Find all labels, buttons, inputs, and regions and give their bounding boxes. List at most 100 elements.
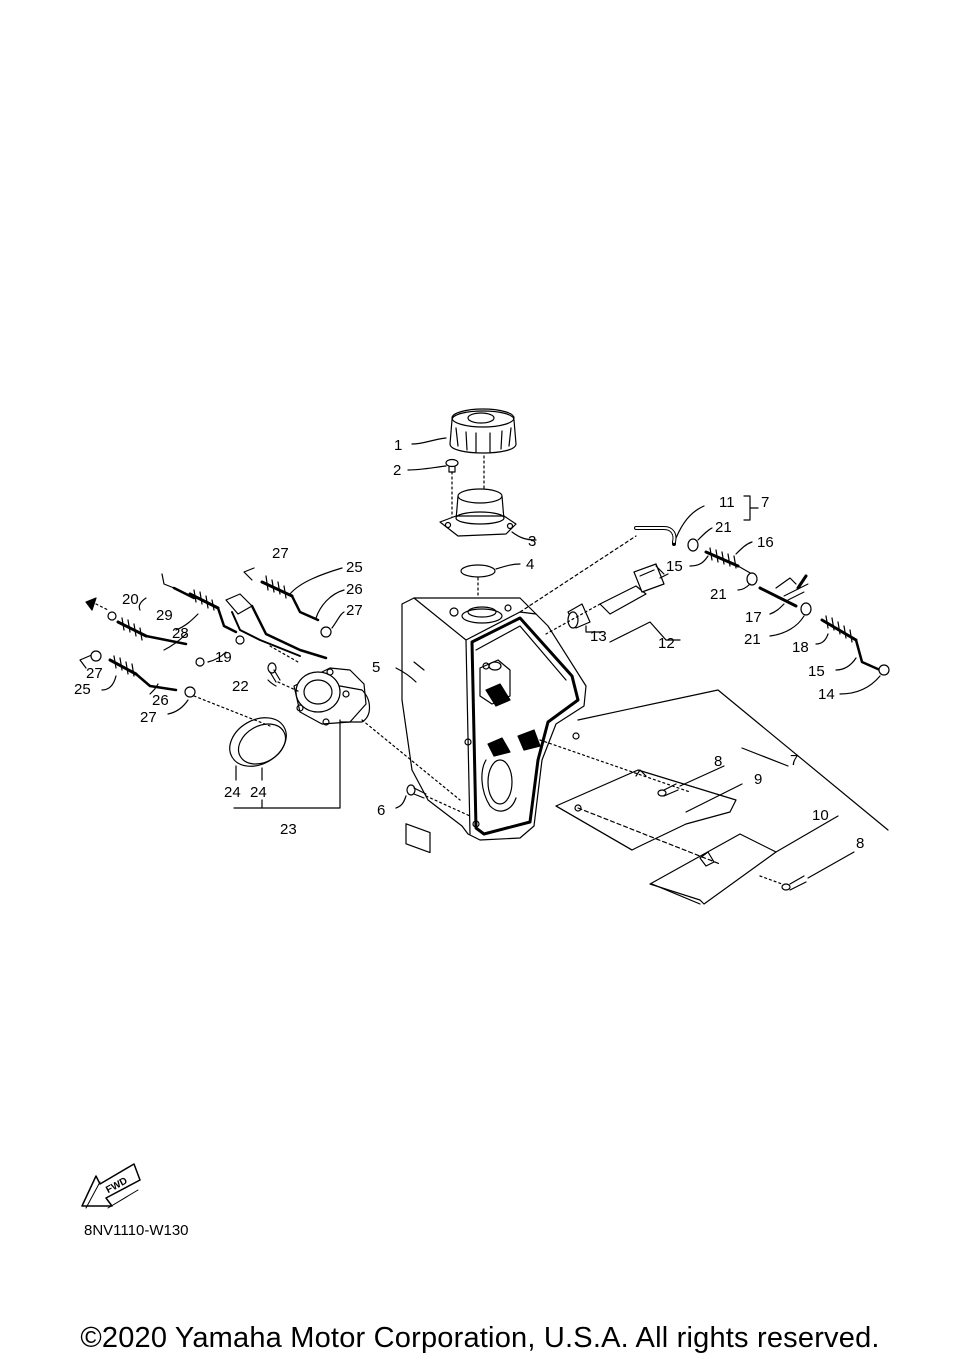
grommet-13 bbox=[568, 604, 590, 628]
fuel-tank bbox=[402, 598, 586, 853]
seal-rings-24 bbox=[221, 708, 295, 776]
copyright-notice: ©2020 Yamaha Motor Corporation, U.S.A. A… bbox=[80, 1322, 880, 1354]
leader-8b bbox=[808, 852, 854, 878]
callout-27d: 27 bbox=[140, 709, 157, 726]
clamp-20 bbox=[108, 612, 116, 620]
callout-9: 9 bbox=[754, 771, 762, 788]
leader-21b bbox=[738, 584, 750, 590]
diagram-code: 8NV1110-W130 bbox=[84, 1222, 189, 1239]
leader-14 bbox=[840, 676, 880, 694]
plate-alignment-line bbox=[578, 808, 720, 864]
leader-27b bbox=[332, 612, 344, 628]
screw-2 bbox=[446, 460, 458, 521]
callout-7a: 7 bbox=[761, 494, 769, 511]
leader-15a bbox=[690, 556, 708, 566]
callout-28: 28 bbox=[172, 625, 189, 642]
callout-21c: 21 bbox=[744, 631, 761, 648]
leader-22 bbox=[268, 680, 276, 686]
connector-19 bbox=[226, 594, 326, 658]
o-ring bbox=[461, 565, 495, 577]
fuel-sender-12 bbox=[600, 564, 668, 614]
callout-10: 10 bbox=[812, 807, 829, 824]
callout-29: 29 bbox=[156, 607, 173, 624]
leader-16 bbox=[736, 542, 752, 554]
callout-8b: 8 bbox=[856, 835, 864, 852]
leader-6 bbox=[396, 796, 406, 808]
clamp-27b bbox=[321, 627, 331, 637]
leader-25b bbox=[102, 676, 116, 690]
callout-1: 1 bbox=[394, 437, 402, 454]
leader-15b bbox=[836, 658, 856, 670]
clamp-21a bbox=[688, 539, 698, 551]
callout-20: 20 bbox=[122, 591, 139, 608]
clamp-21c bbox=[801, 603, 811, 615]
leader-8a bbox=[680, 766, 724, 786]
bolt-22 bbox=[268, 663, 280, 682]
callout-8a: 8 bbox=[714, 753, 722, 770]
callout-27c: 27 bbox=[86, 665, 103, 682]
fuel-filter-16 bbox=[706, 548, 752, 574]
fuel-pump-23 bbox=[294, 668, 370, 725]
leader-3 bbox=[512, 532, 536, 540]
bracket-23 bbox=[234, 720, 340, 808]
leader-19 bbox=[208, 652, 226, 662]
callout-24a: 24 bbox=[224, 784, 241, 801]
callout-15a: 15 bbox=[666, 558, 683, 575]
callout-7b: 7 bbox=[790, 752, 798, 769]
leader-26b bbox=[150, 684, 158, 694]
callout-4: 4 bbox=[526, 556, 534, 573]
callout-24b: 24 bbox=[250, 784, 267, 801]
leader-11 bbox=[676, 506, 704, 538]
callout-2: 2 bbox=[393, 462, 401, 479]
callout-25a: 25 bbox=[346, 559, 363, 576]
leader-1 bbox=[412, 438, 446, 444]
clamp-27d bbox=[185, 687, 195, 697]
filler-neck bbox=[440, 489, 516, 536]
leader-17 bbox=[770, 604, 784, 614]
leader-4 bbox=[496, 564, 520, 569]
leader-18 bbox=[816, 634, 828, 644]
callout-21b: 21 bbox=[710, 586, 727, 603]
callout-3: 3 bbox=[528, 533, 536, 550]
callout-16: 16 bbox=[757, 534, 774, 551]
callout-17: 17 bbox=[745, 609, 762, 626]
fwd-arrow-icon bbox=[82, 1164, 140, 1208]
callout-6: 6 bbox=[377, 802, 385, 819]
callout-26a: 26 bbox=[346, 581, 363, 598]
heat-shield-plate-9 bbox=[556, 770, 736, 850]
leader-2 bbox=[408, 466, 446, 470]
screw-8a bbox=[658, 784, 678, 796]
leader-5 bbox=[396, 668, 416, 682]
heat-shield-plate-10 bbox=[650, 834, 776, 904]
callout-5: 5 bbox=[372, 659, 380, 676]
leader-9 bbox=[686, 784, 742, 812]
hose-28 bbox=[118, 618, 186, 644]
clamp-top-left bbox=[162, 574, 174, 588]
bolt-6 bbox=[407, 785, 470, 816]
leader-20 bbox=[139, 598, 146, 610]
leader-10 bbox=[776, 816, 838, 852]
callout-25b: 25 bbox=[74, 681, 91, 698]
leader-24 bbox=[236, 766, 262, 780]
leader-7b bbox=[742, 748, 788, 766]
callout-26b: 26 bbox=[152, 692, 169, 709]
leader-21c bbox=[770, 616, 804, 636]
clamp-14 bbox=[879, 665, 889, 675]
screw-8b bbox=[782, 876, 806, 890]
hose-29 bbox=[174, 588, 236, 632]
clamp-27a bbox=[244, 568, 254, 580]
callout-23: 23 bbox=[280, 821, 297, 838]
callout-13: 13 bbox=[590, 628, 607, 645]
callout-labels: 1 2 3 4 5 6 7 7 8 8 9 10 11 12 13 14 15 … bbox=[74, 437, 864, 852]
bracket-7-lower bbox=[578, 690, 888, 830]
callout-21a: 21 bbox=[715, 519, 732, 536]
bracket-12 bbox=[610, 622, 680, 642]
arrow-20 bbox=[86, 598, 96, 610]
callout-18: 18 bbox=[792, 639, 809, 656]
leader-29 bbox=[176, 614, 198, 630]
check-valve-17 bbox=[760, 576, 808, 606]
fuel-hose-11 bbox=[636, 528, 675, 544]
hose-25b bbox=[110, 656, 176, 690]
hose-25a bbox=[262, 576, 318, 620]
